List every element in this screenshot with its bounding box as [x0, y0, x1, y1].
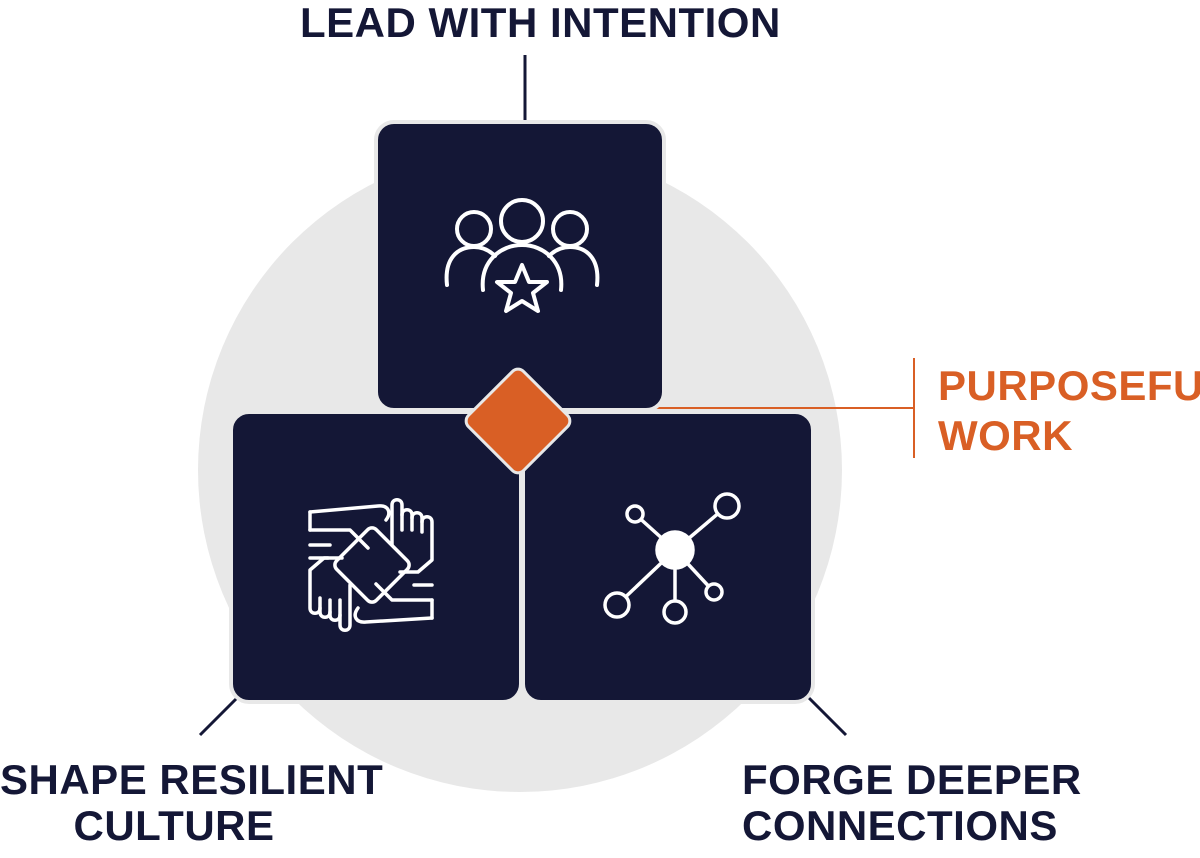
connector-left: [198, 693, 242, 737]
label-center-line1: PURPOSEFUL: [938, 362, 1200, 409]
label-right-line2: CONNECTIONS: [742, 802, 1058, 850]
diamond-icon: [464, 367, 572, 475]
connector-right: [804, 693, 848, 737]
label-lead-with-intention: LEAD WITH INTENTION: [300, 0, 781, 46]
label-top-text: LEAD WITH INTENTION: [300, 0, 781, 46]
hands-together-icon: [308, 498, 434, 632]
label-left-line2: CULTURE: [73, 802, 275, 850]
label-purposeful-work: PURPOSEFUL WORK: [938, 361, 1200, 462]
label-center-line2: WORK: [938, 412, 1073, 460]
network-hub-icon: [603, 492, 741, 625]
label-left-line1: SHAPE RESILIENT: [0, 756, 384, 803]
label-shape-resilient-culture: SHAPE RESILIENT CULTURE: [0, 756, 384, 850]
label-forge-deeper-connections: FORGE DEEPER CONNECTIONS: [742, 756, 1082, 850]
team-star-icon: [444, 198, 600, 313]
box-left: [229, 410, 523, 704]
label-right-line1: FORGE DEEPER: [742, 756, 1082, 803]
